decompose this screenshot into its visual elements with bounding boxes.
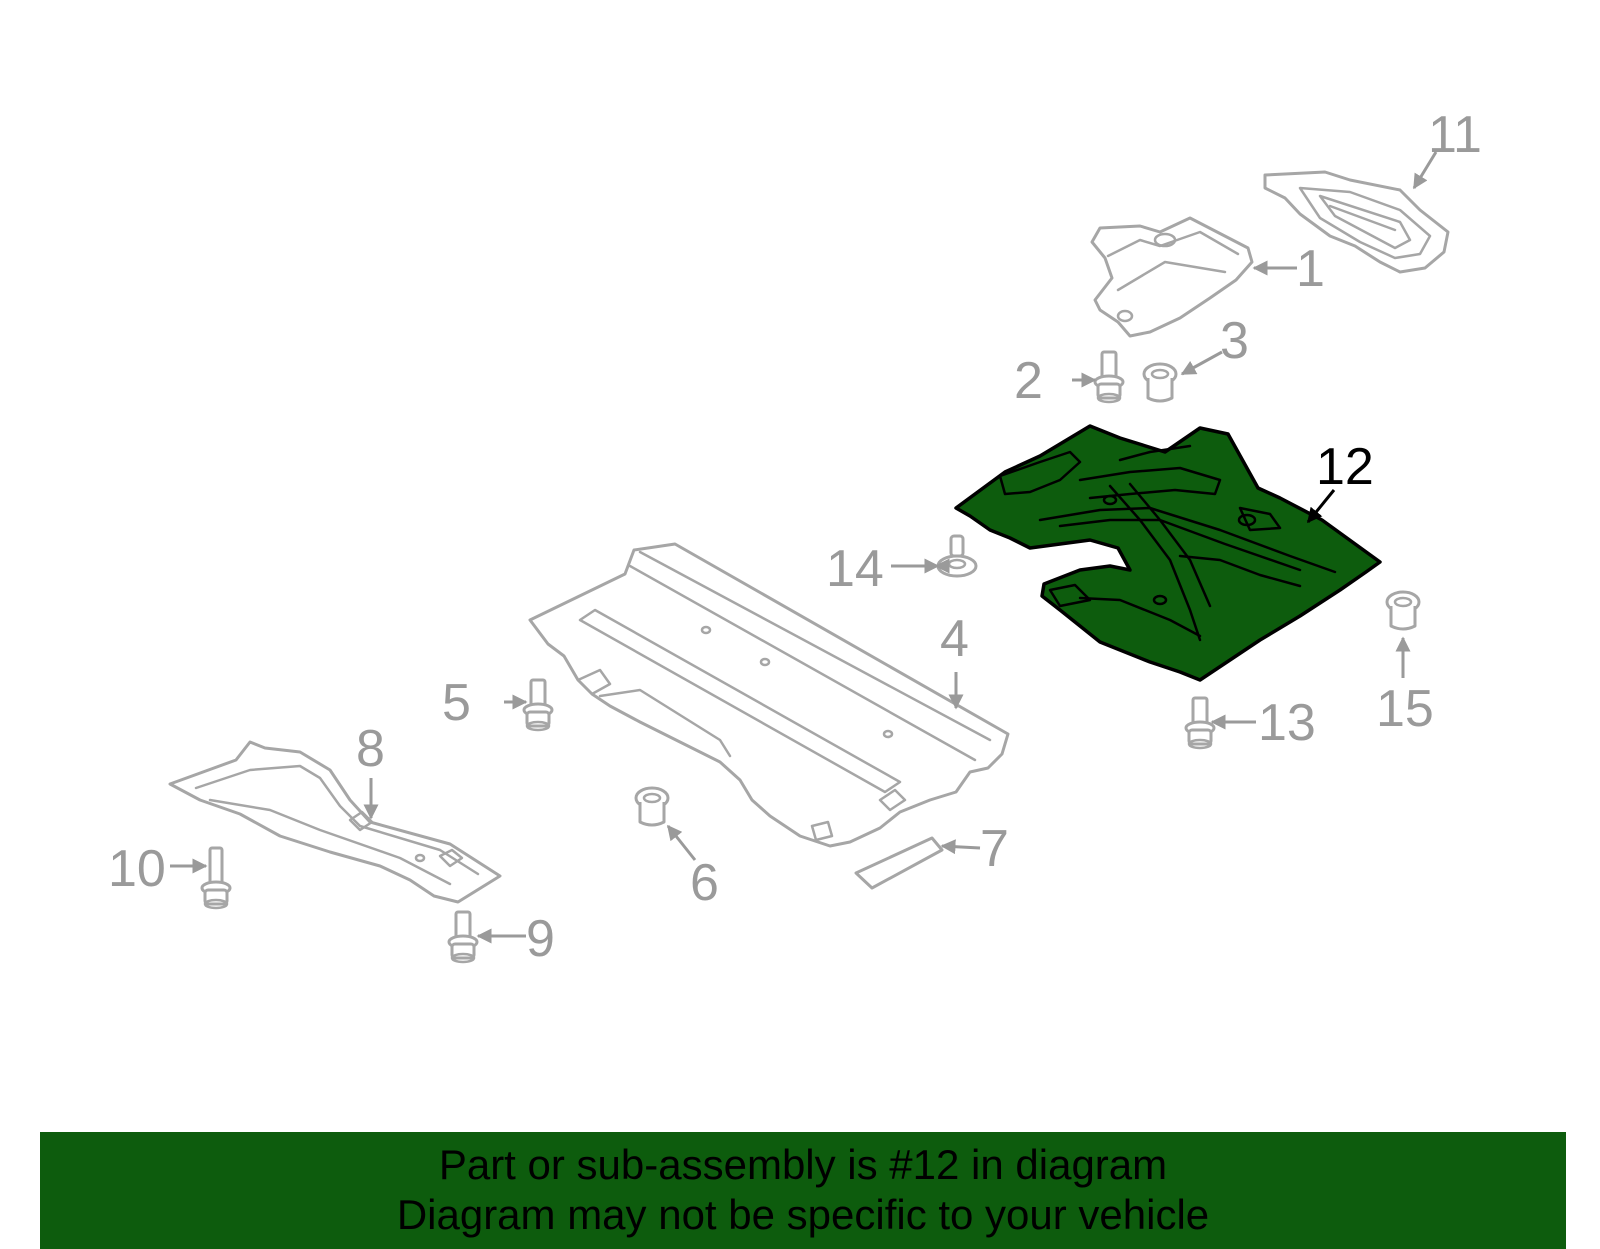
part-6-nut[interactable] (634, 786, 670, 827)
part-3-nut[interactable] (1142, 362, 1178, 403)
callout-15[interactable]: 15 (1376, 680, 1434, 738)
part-9-bolt[interactable] (447, 910, 479, 964)
part-7-strip[interactable] (854, 836, 944, 890)
callout-10[interactable]: 10 (108, 840, 166, 898)
part-15-nut[interactable] (1385, 590, 1421, 631)
callout-labels: 1 2 3 4 5 6 7 8 9 10 11 12 13 14 15 (108, 106, 1482, 968)
part-8-side-shield[interactable] (168, 740, 502, 904)
callout-3[interactable]: 3 (1220, 312, 1249, 370)
part-12-splash-shield[interactable] (954, 424, 1382, 682)
callout-6[interactable]: 6 (690, 854, 719, 912)
info-banner: Part or sub-assembly is #12 in diagram D… (40, 1132, 1566, 1249)
callout-13[interactable]: 13 (1258, 694, 1316, 752)
part-14-push-clip[interactable] (936, 534, 978, 578)
leader-lines (170, 151, 1438, 944)
callout-11[interactable]: 11 (1428, 106, 1482, 164)
callout-8[interactable]: 8 (356, 720, 385, 778)
part-13-bolt[interactable] (1184, 696, 1216, 750)
callout-7[interactable]: 7 (980, 820, 1009, 878)
banner-line-1: Part or sub-assembly is #12 in diagram (438, 1141, 1168, 1188)
part-10-bolt[interactable] (200, 846, 232, 910)
callout-2[interactable]: 2 (1014, 352, 1043, 410)
part-1-shield[interactable] (1090, 216, 1254, 338)
part-11-heat-shield[interactable] (1263, 170, 1450, 274)
callout-14[interactable]: 14 (826, 540, 884, 598)
callout-5[interactable]: 5 (442, 674, 471, 732)
part-5-bolt[interactable] (522, 678, 554, 732)
callout-1[interactable]: 1 (1296, 240, 1325, 298)
callout-9[interactable]: 9 (526, 910, 555, 968)
part-2-bolt[interactable] (1093, 350, 1125, 404)
banner-line-2: Diagram may not be specific to your vehi… (396, 1191, 1210, 1238)
part-4-center-panel[interactable] (528, 542, 1010, 848)
callout-4[interactable]: 4 (940, 610, 969, 668)
callout-12[interactable]: 12 (1316, 438, 1374, 496)
